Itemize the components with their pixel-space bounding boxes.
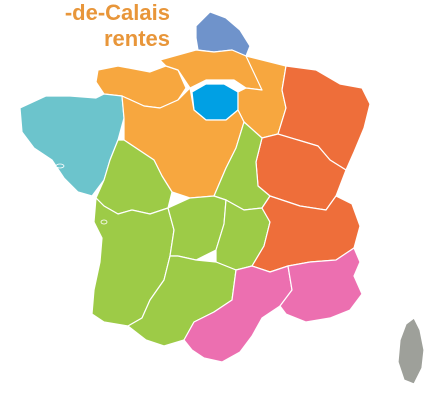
region-north[interactable] (195, 11, 251, 57)
map-title-line2: rentes (103, 26, 170, 51)
region-occitanie[interactable] (183, 265, 293, 363)
region-provence[interactable] (279, 247, 363, 323)
map-title: -de-Calais rentes (0, 0, 170, 52)
region-corsica[interactable] (397, 317, 425, 385)
map-title-line1: -de-Calais (64, 0, 170, 25)
island-belle-ile (55, 163, 65, 169)
island-re (100, 219, 108, 225)
